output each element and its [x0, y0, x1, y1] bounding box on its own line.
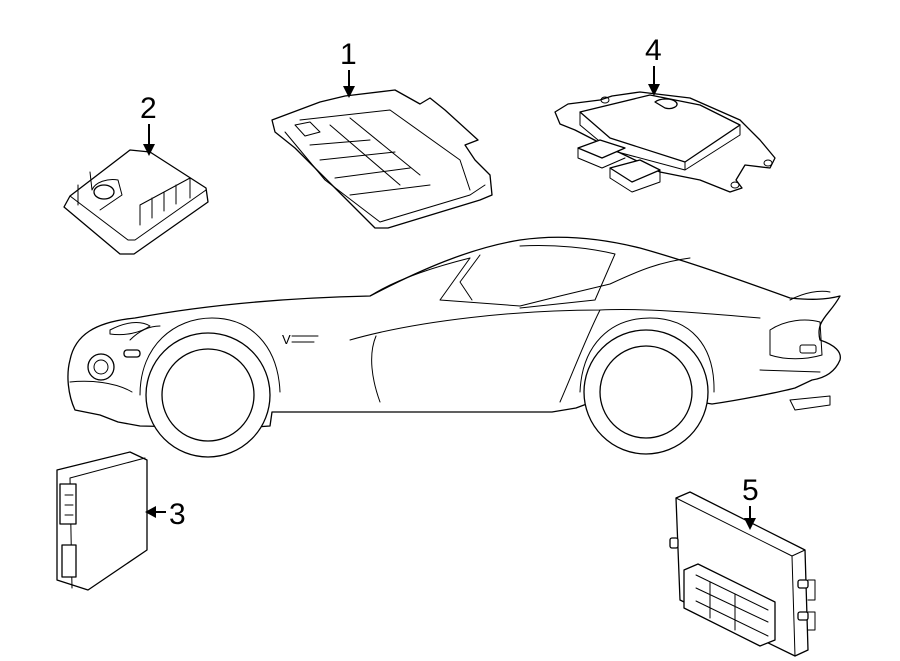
part-3-control-module [56, 451, 148, 591]
callout-2: 2 [140, 92, 157, 156]
callout-5-label: 5 [742, 474, 759, 507]
part-1-module-tray [271, 89, 493, 229]
car-badge: V [282, 332, 291, 347]
callout-4-label: 4 [645, 34, 662, 67]
part-5-engine-control-module [669, 491, 816, 657]
callout-5: 5 [742, 474, 759, 530]
callout-1-label: 1 [340, 38, 357, 71]
callout-2-label: 2 [140, 92, 157, 125]
callout-4: 4 [645, 34, 662, 96]
callout-1: 1 [340, 38, 357, 98]
callout-3: 3 [145, 498, 186, 531]
car-illustration: V [67, 236, 841, 458]
part-2-small-module [63, 149, 209, 255]
part-4-airbag-module [554, 91, 776, 193]
callout-3-label: 3 [169, 498, 186, 531]
